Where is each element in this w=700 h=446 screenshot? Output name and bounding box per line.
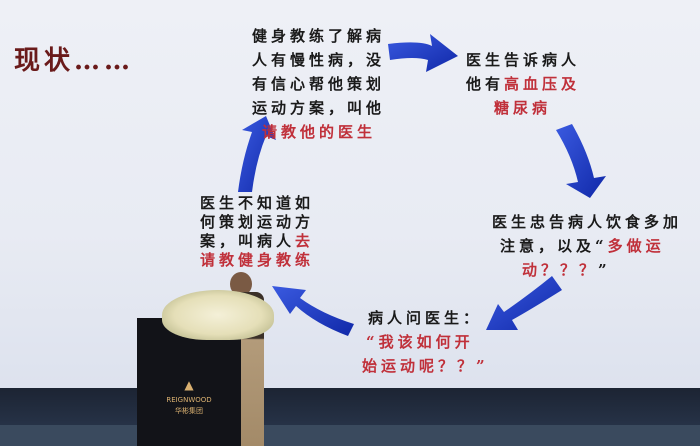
step5-line: 何策划运动方 (200, 213, 315, 231)
step2-text: 医生告诉病人 他有高血压及 糖尿病 (466, 48, 580, 120)
arrow-down-left-icon (486, 276, 562, 330)
arrow-down-right-icon (556, 124, 606, 198)
step5-line: 案，叫病人 (200, 232, 296, 250)
step3-highlight: 多做运 (607, 237, 665, 255)
step5-text: 医生不知道如 何策划运动方 案，叫病人去 请教健身教练 (200, 194, 314, 270)
slide-title: 现状…… (14, 46, 135, 76)
step1-line: 健身教练了解病 (252, 27, 386, 45)
podium-logo-icon: ▲ (184, 378, 194, 392)
step1-line: 有信心帮他策划 (252, 75, 386, 93)
step1-text: 健身教练了解病 人有慢性病，没 有信心帮他策划 运动方案，叫他 请教他的医生 (252, 24, 385, 144)
step2-highlight: 高血压及 (504, 75, 581, 93)
step1-highlight: 请教他的医生 (262, 123, 377, 141)
arrow-up-left-icon (272, 286, 354, 336)
step2-line: 他有 (466, 75, 505, 93)
step5-highlight: 请教健身教练 (200, 251, 315, 269)
speaker-head (230, 272, 252, 296)
step3-line: 注意，以及“ (500, 237, 608, 255)
step4-line: 病人问医生： (368, 309, 483, 327)
podium-brand: REIGNWOOD (166, 396, 212, 404)
step2-line: 医生告诉病人 (466, 51, 581, 69)
step4-text: 病人问医生： “我该如何开 始运动呢？？” (362, 306, 489, 378)
step3-highlight: 动？？？ (522, 261, 599, 279)
step3-text: 医生忠告病人饮食多加 注意，以及“多做运 动？？？” (492, 210, 682, 282)
step1-line: 运动方案，叫他 (252, 99, 386, 117)
step1-line: 人有慢性病，没 (252, 51, 386, 69)
arrow-up-icon (238, 116, 276, 192)
step4-highlight: “我该如何开 (366, 333, 474, 351)
step3-line: ” (598, 261, 611, 279)
step2-highlight: 糖尿病 (494, 99, 552, 117)
step5-highlight: 去 (295, 232, 315, 250)
step4-highlight: 始运动呢？？” (362, 357, 489, 375)
podium-brand-cn: 华彬集团 (175, 407, 203, 415)
flower-arrangement (162, 290, 274, 340)
step3-line: 医生忠告病人饮食多加 (492, 213, 683, 231)
step5-line: 医生不知道如 (200, 194, 315, 212)
arrow-right-icon (388, 34, 458, 72)
